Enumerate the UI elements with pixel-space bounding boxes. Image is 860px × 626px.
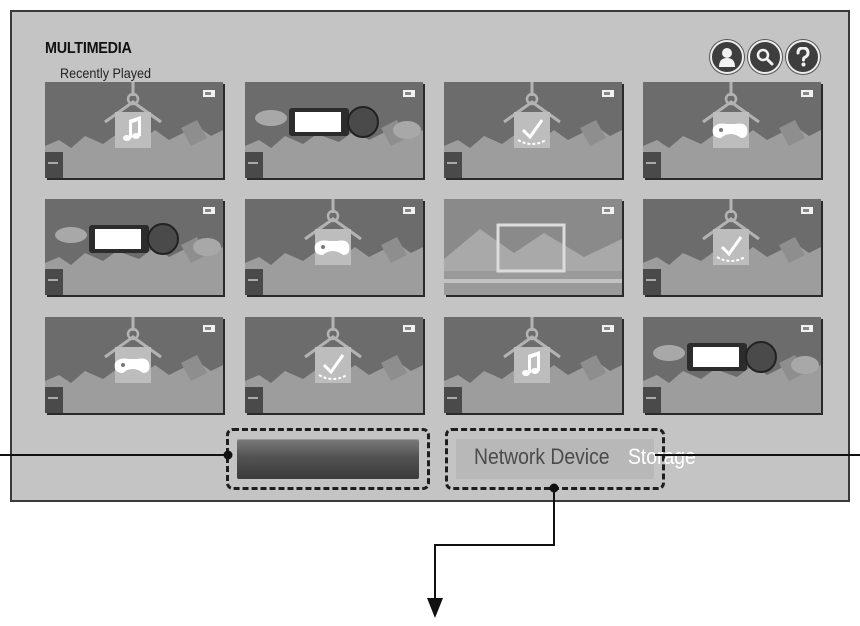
down-arrow-icon [427, 598, 443, 618]
user-icon[interactable] [710, 40, 744, 74]
media-thumbnail-video[interactable] [643, 317, 821, 413]
media-thumbnail-landscape[interactable] [444, 199, 622, 295]
media-thumbnail-music[interactable] [444, 317, 622, 413]
game-thumbnail-art [245, 199, 423, 295]
video-thumbnail-art [245, 90, 423, 178]
media-thumbnail-photo[interactable] [643, 199, 821, 295]
photo-thumbnail-art [444, 82, 622, 178]
landscape-thumbnail-art [444, 199, 622, 295]
media-thumbnail-video[interactable] [245, 82, 423, 178]
music-thumbnail-art [444, 317, 622, 413]
left-menu-button[interactable] [226, 428, 430, 490]
video-thumbnail-art [643, 325, 821, 413]
photo-thumbnail-art [643, 199, 821, 295]
media-thumbnail-photo[interactable] [245, 317, 423, 413]
media-thumbnail-game[interactable] [45, 317, 223, 413]
section-subtitle: Recently Played [60, 65, 152, 81]
game-thumbnail-art [643, 82, 821, 178]
media-thumbnail-video[interactable] [45, 199, 223, 295]
network-device-button[interactable]: Network Device Storage [445, 428, 696, 490]
music-thumbnail-art [45, 82, 223, 178]
multimedia-screen: MULTIMEDIA Recently Played [10, 10, 850, 502]
network-device-label: Network Device [474, 444, 610, 469]
storage-label: Storage [628, 444, 696, 469]
video-thumbnail-art [45, 207, 223, 295]
search-icon[interactable] [748, 40, 782, 74]
right-button-face [456, 439, 654, 479]
media-thumbnail-game[interactable] [245, 199, 423, 295]
media-thumbnail-game[interactable] [643, 82, 821, 178]
page-title: MULTIMEDIA [45, 40, 132, 57]
photo-thumbnail-art [245, 317, 423, 413]
down-callout-line [434, 488, 555, 600]
help-icon[interactable] [786, 40, 820, 74]
top-icon-bar [710, 40, 820, 74]
game-thumbnail-art [45, 317, 223, 413]
media-thumbnail-photo[interactable] [444, 82, 622, 178]
media-thumbnail-music[interactable] [45, 82, 223, 178]
left-button-face [237, 439, 419, 479]
